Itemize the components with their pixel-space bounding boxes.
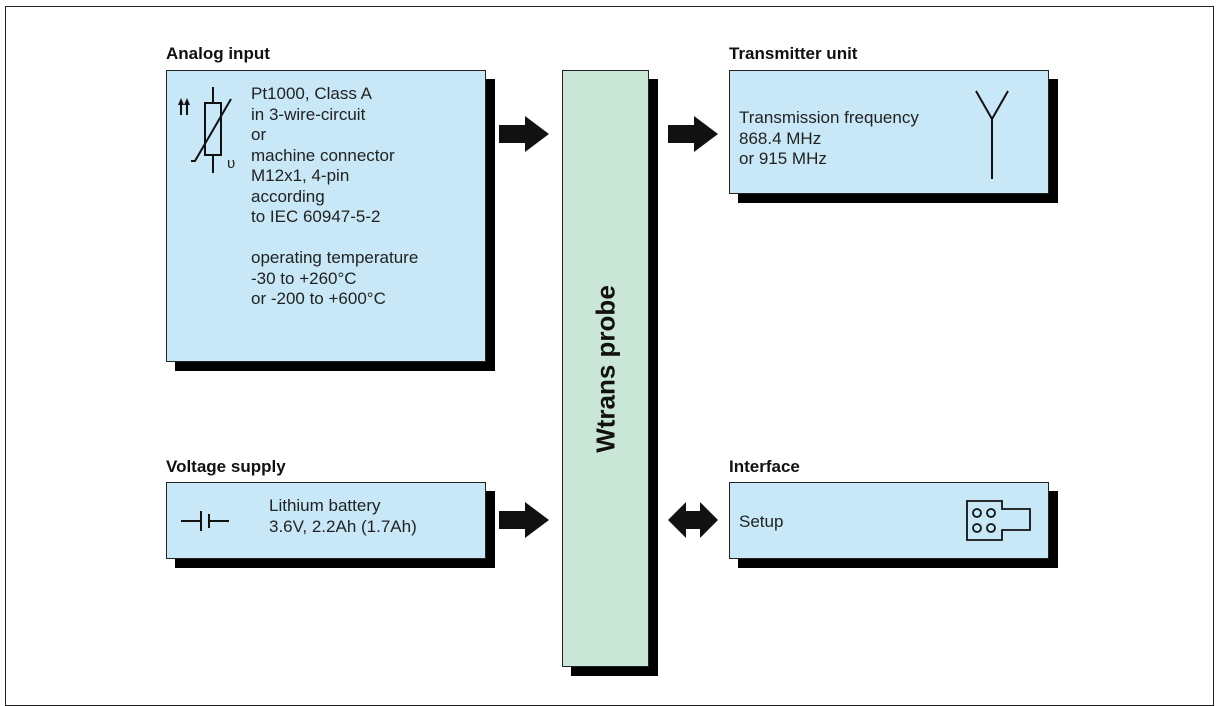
analog-input-line: Pt1000, Class A (251, 84, 372, 103)
double-arrow-icon (668, 502, 718, 538)
right-arrow-icon (499, 116, 549, 152)
analog-input-line (251, 228, 418, 249)
wtrans-probe-bar: Wtrans probe (562, 70, 649, 667)
analog-input-line: according (251, 186, 325, 206)
analog-input-line: or (251, 125, 267, 144)
battery-icon (181, 511, 229, 531)
analog-input-line: machine connector (251, 145, 395, 165)
transmitter-unit-heading: Transmitter unit (729, 44, 858, 63)
transmitter-unit-line: 868.4 MHz (739, 128, 822, 148)
voltage-supply-line: Lithium battery (269, 496, 381, 515)
voltage-supply-line: 3.6V, 2.2Ah (1.7Ah) (269, 516, 417, 536)
analog-input-line: operating temperature (251, 248, 419, 267)
connector-icon (966, 500, 1031, 541)
voltage-supply-heading: Voltage supply (166, 457, 286, 476)
right-arrow-icon (499, 502, 549, 538)
interface-box: Setup (729, 482, 1049, 559)
interface-label: Setup (739, 512, 784, 531)
thermistor-icon (178, 87, 232, 173)
analog-input-box: υ Pt1000, Class A in 3-wire-circuit or m… (166, 70, 486, 362)
analog-input-heading: Analog input (166, 44, 270, 63)
analog-input-line: to IEC 60947-5-2 (251, 207, 381, 226)
analog-input-line: -30 to +260°C (251, 268, 357, 288)
interface-heading: Interface (729, 457, 800, 476)
voltage-supply-text: Lithium battery 3.6V, 2.2Ah (1.7Ah) (269, 496, 417, 537)
analog-input-line: M12x1, 4-pin (251, 166, 350, 185)
wtrans-probe-label: Wtrans probe (590, 284, 620, 453)
sensor-symbol-label: υ (227, 155, 236, 172)
right-arrow-icon (668, 116, 718, 152)
analog-input-line: in 3-wire-circuit (251, 104, 366, 124)
analog-input-line: or -200 to +600°C (251, 289, 386, 308)
analog-input-text: Pt1000, Class A in 3-wire-circuit or mac… (251, 84, 418, 310)
transmitter-unit-box: Transmission frequency 868.4 MHz or 915 … (729, 70, 1049, 194)
antenna-icon (975, 90, 1009, 179)
transmitter-unit-line: Transmission frequency (739, 108, 919, 127)
transmitter-unit-text: Transmission frequency 868.4 MHz or 915 … (739, 108, 919, 170)
voltage-supply-box: Lithium battery 3.6V, 2.2Ah (1.7Ah) (166, 482, 486, 559)
transmitter-unit-line: or 915 MHz (739, 149, 827, 168)
